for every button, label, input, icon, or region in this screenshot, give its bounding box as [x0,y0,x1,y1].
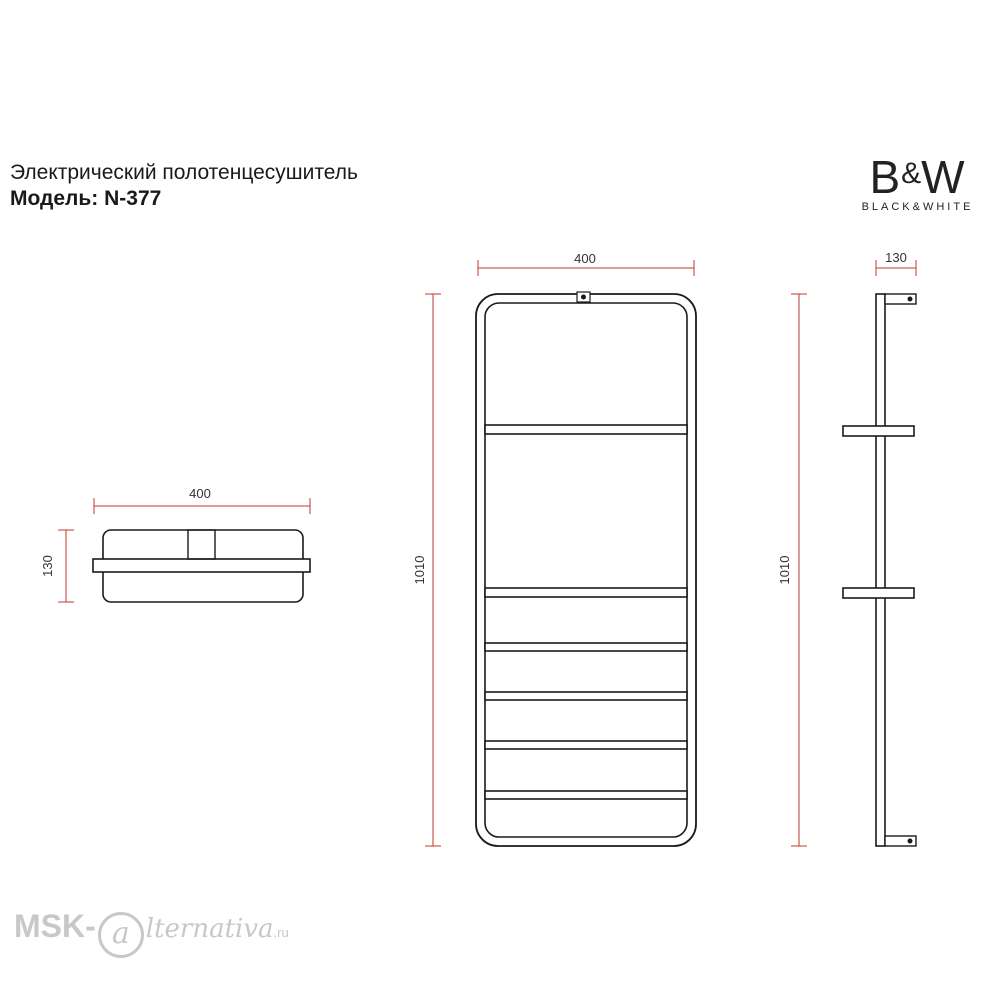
front-view: 400 1010 [412,251,697,847]
side-view-bracket-screw [907,296,913,302]
model-label: Модель: N-377 [10,187,162,210]
front-view-outer-frame [475,293,697,847]
watermark-at-icon: a [97,912,144,958]
side-view-height-label: 1010 [777,556,792,585]
watermark-tld: .ru [273,925,289,940]
side-view-rail [842,587,915,599]
front-view-height-label: 1010 [412,556,427,585]
side-view-tube [875,293,886,847]
watermark-prefix: MSK- [14,908,96,944]
side-view-bracket-screw [907,838,913,844]
side-view-rail [842,425,915,437]
front-view-rail [484,424,688,435]
top-view-width-label: 400 [189,486,211,501]
front-view-rail [484,587,688,598]
brand-subtitle: BLACK&WHITE [861,201,974,213]
top-view-depth-dimension: 130 [40,529,74,603]
top-view: 400 130 [40,486,311,603]
header: Электрический полотенцесушитель Модель: … [10,160,358,212]
top-view-width-dimension: 400 [93,486,311,514]
brand-logo-amp: & [901,157,922,190]
top-view-rail [92,558,311,573]
brand-logo-mark: B&W [845,148,990,203]
brand-logo-b: B [869,151,902,203]
side-view-depth-dimension: 130 [875,250,917,276]
front-view-rail [484,790,688,800]
front-view-width-label: 400 [574,251,596,266]
front-view-rail [484,740,688,750]
side-view-bracket-top [884,293,917,305]
side-view-depth-label: 130 [885,250,907,265]
front-view-rail [484,691,688,701]
side-view-height-dimension: 1010 [777,293,807,847]
front-view-height-dimension: 1010 [412,293,441,847]
top-view-depth-label: 130 [40,555,55,577]
front-view-rail [484,642,688,652]
watermark-tail: lternativa [145,914,274,944]
top-view-mount-block [187,529,216,560]
front-view-width-dimension: 400 [477,251,695,276]
front-view-connector-screw [581,294,586,300]
front-view-inner-frame [484,302,688,838]
brand-logo: B&W BLACK&WHITE [845,148,990,213]
side-view-bracket-bottom [884,835,917,847]
product-name: Электрический полотенцесушитель [10,161,358,184]
side-view: 130 1010 [777,250,917,847]
brand-logo-w: W [921,151,966,203]
